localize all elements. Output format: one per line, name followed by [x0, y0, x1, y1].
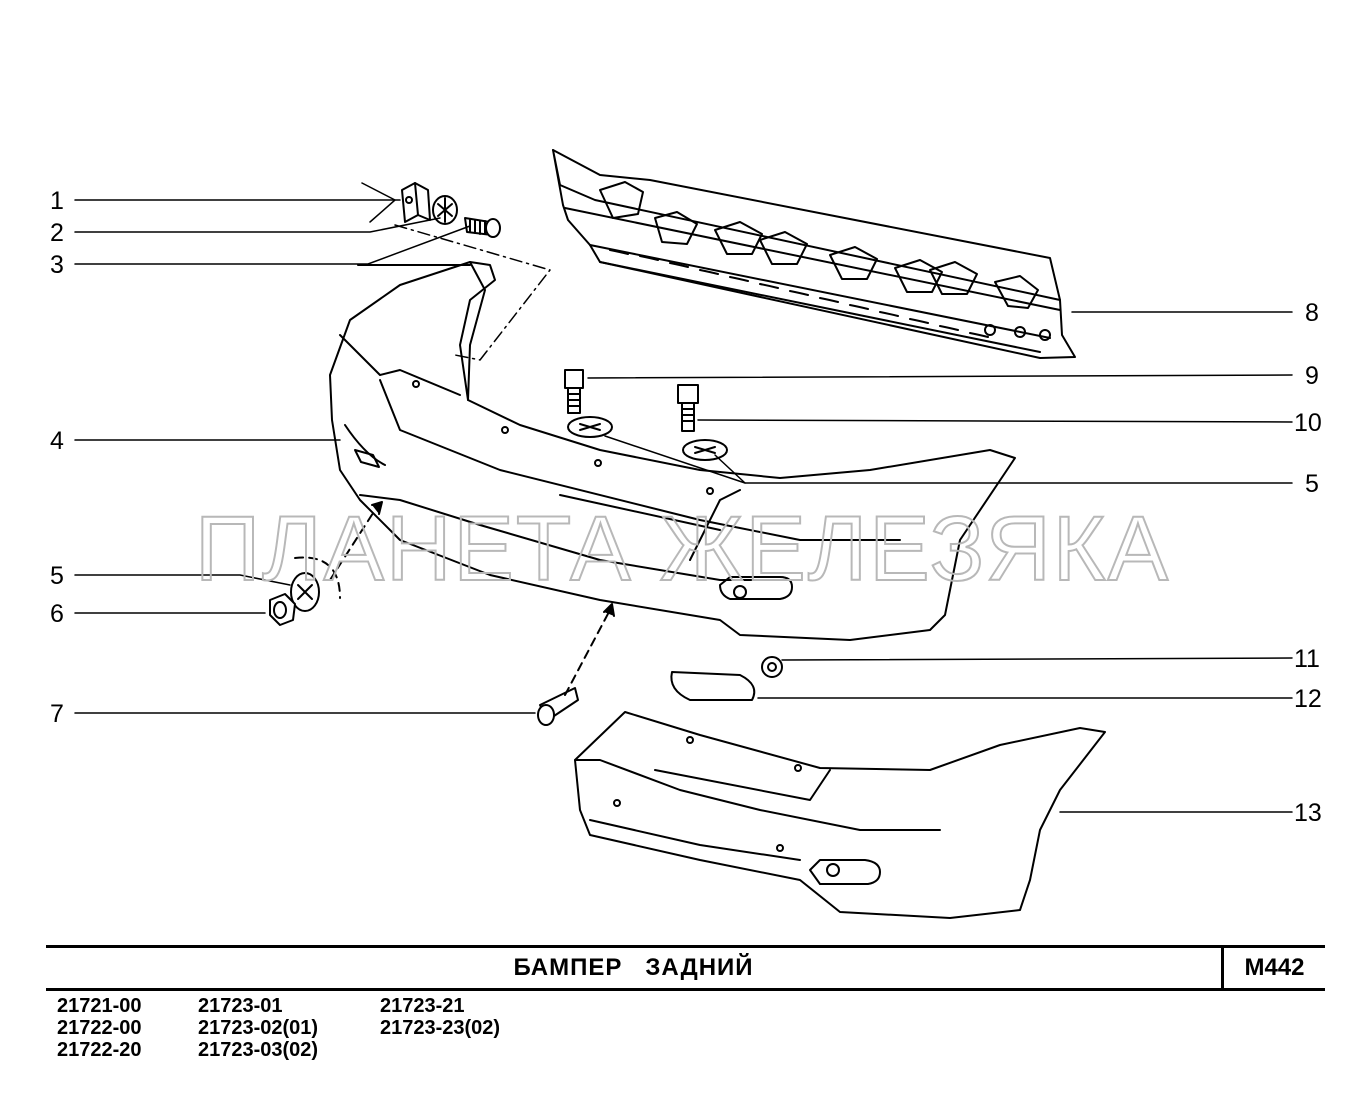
washer-part-2 — [432, 195, 458, 225]
callout-12: 12 — [1294, 685, 1322, 713]
model-code: 21723-23(02) — [380, 1017, 501, 1039]
callout-5b: 5 — [1305, 470, 1319, 498]
model-code: 21723-21 — [380, 995, 465, 1017]
model-code: 21722-20 — [57, 1039, 142, 1061]
title-divider — [1221, 948, 1224, 988]
reflector-part-12 — [670, 671, 756, 701]
watermark-text: ПЛАНЕТА ЖЕЛЕЗЯКА — [195, 498, 1170, 600]
page-title: БАМПЕР ЗАДНИЙ — [513, 954, 754, 981]
bolt-part-9 — [564, 369, 584, 414]
clip-part-7 — [537, 687, 579, 726]
callout-10: 10 — [1294, 409, 1322, 437]
callout-2: 2 — [50, 219, 64, 247]
model-list-col-1: 21721-00 21722-00 21722-20 — [57, 995, 142, 1061]
model-code: 21722-00 — [57, 1017, 142, 1039]
washer-part-5-lower — [290, 572, 320, 612]
diagram-code: M442 — [1244, 954, 1305, 981]
callout-5: 5 — [50, 562, 64, 590]
model-list-col-3: 21723-21 21723-23(02) — [380, 995, 500, 1039]
model-code: 21723-03(02) — [198, 1039, 319, 1061]
screw-part-3 — [464, 217, 501, 238]
callout-11: 11 — [1294, 645, 1320, 673]
model-code: 21723-01 — [198, 995, 283, 1017]
model-code: 21723-02(01) — [198, 1017, 319, 1039]
callout-labels: 1 2 3 4 5 6 7 8 9 10 5 11 12 13 — [50, 187, 1322, 827]
model-list-col-2: 21723-01 21723-02(01) 21723-03(02) — [198, 995, 318, 1061]
bolt-part-10 — [677, 384, 699, 432]
nut-part-11 — [761, 656, 783, 678]
callout-4: 4 — [50, 427, 64, 455]
callout-8: 8 — [1305, 299, 1319, 327]
callout-13: 13 — [1294, 799, 1322, 827]
callout-7: 7 — [50, 700, 64, 728]
rear-bumper-upper — [329, 261, 1016, 641]
callout-9: 9 — [1305, 362, 1319, 390]
model-code: 21721-00 — [57, 995, 142, 1017]
title-bar: БАМПЕР ЗАДНИЙ M442 — [46, 945, 1325, 991]
callout-1: 1 — [50, 187, 64, 215]
callout-6: 6 — [50, 600, 64, 628]
bracket-part-1 — [401, 182, 431, 223]
callout-3: 3 — [50, 251, 64, 279]
rear-bumper-lower — [574, 711, 1106, 919]
nut-part-6 — [269, 593, 296, 626]
leader-lines — [74, 199, 1293, 813]
reinforcement-beam — [552, 149, 1076, 359]
